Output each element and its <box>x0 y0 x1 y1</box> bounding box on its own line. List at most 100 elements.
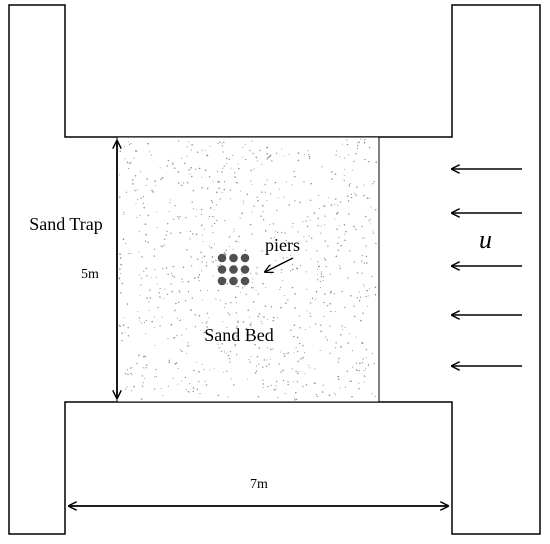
sand-grain <box>212 232 214 234</box>
sand-grain <box>191 297 193 299</box>
sand-grain <box>298 315 300 317</box>
sand-grain <box>371 353 373 355</box>
sand-grain <box>201 176 203 178</box>
sand-grain <box>168 361 171 363</box>
sand-grain <box>356 186 358 189</box>
sand-grain <box>358 141 361 144</box>
sand-grain <box>252 278 254 280</box>
sand-grain <box>306 288 308 290</box>
sand-grain <box>308 235 310 237</box>
sand-grain <box>249 149 251 152</box>
sand-grain <box>236 182 239 184</box>
sand-grain <box>235 240 237 242</box>
sand-grain <box>177 215 179 218</box>
sand-grain <box>244 286 246 288</box>
sand-grain <box>193 369 195 372</box>
sand-grain <box>308 367 310 369</box>
sand-grain <box>181 334 183 336</box>
sand-grain <box>131 367 133 369</box>
sand-grain <box>364 367 367 369</box>
sand-grain <box>247 309 249 312</box>
sand-grain <box>195 168 197 170</box>
sand-grain <box>137 311 139 313</box>
sand-grain <box>228 158 230 161</box>
sand-grain <box>217 394 220 396</box>
sand-grain <box>177 171 180 173</box>
sand-grain <box>374 294 377 296</box>
sand-grain <box>294 293 296 295</box>
sand-grain <box>272 320 274 322</box>
sand-grain <box>217 265 219 267</box>
sand-grain <box>213 222 216 225</box>
sand-grain <box>363 370 365 372</box>
sand-grain <box>127 373 129 376</box>
sand-grain <box>293 324 296 327</box>
sand-grain <box>267 385 269 388</box>
sand-grain <box>272 316 275 319</box>
sand-grain <box>154 185 156 187</box>
sand-grain <box>163 297 165 300</box>
sand-grain <box>329 303 332 305</box>
sand-grain <box>191 201 193 203</box>
sand-grain <box>270 306 273 308</box>
sand-grain <box>349 380 351 383</box>
sand-grain <box>254 343 256 346</box>
sand-grain <box>209 369 211 371</box>
sand-grain <box>261 250 263 252</box>
sand-grain <box>348 154 350 156</box>
sand-grain <box>128 167 130 170</box>
sand-grain <box>129 143 131 145</box>
sand-grain <box>148 301 150 303</box>
sand-grain <box>219 299 221 301</box>
sand-grain <box>272 223 275 225</box>
sand-grain <box>341 325 343 327</box>
sand-grain <box>363 381 365 383</box>
sand-grain <box>361 341 363 344</box>
sand-grain <box>193 277 196 279</box>
sand-grain <box>291 263 293 265</box>
sand-grain <box>158 292 160 294</box>
sand-grain <box>206 187 209 190</box>
sand-grain <box>343 174 345 176</box>
sand-grain <box>269 154 272 156</box>
sand-grain <box>338 357 340 360</box>
sand-grain <box>184 300 187 302</box>
sand-grain <box>125 388 127 390</box>
sand-grain <box>138 251 140 253</box>
sand-grain <box>293 170 295 173</box>
sand-grain <box>192 390 194 392</box>
sand-grain <box>121 339 123 342</box>
sand-grain <box>130 143 132 145</box>
sand-grain <box>333 392 335 394</box>
sand-grain <box>363 375 366 377</box>
sand-grain <box>353 315 356 318</box>
sand-grain <box>226 370 228 372</box>
sand-grain <box>290 270 292 272</box>
sand-grain <box>201 299 203 301</box>
sand-grain <box>350 182 351 184</box>
sand-grain <box>136 150 138 152</box>
sand-grain <box>373 363 375 365</box>
sand-grain <box>284 232 286 234</box>
sand-grain <box>250 322 252 324</box>
sand-grain <box>317 217 320 220</box>
sand-grain <box>127 326 129 329</box>
sand-grain <box>344 168 346 170</box>
sand-grain <box>308 156 311 158</box>
sand-grain <box>326 339 329 341</box>
sand-grain <box>228 357 230 360</box>
sand-grain <box>344 233 346 235</box>
sand-grain <box>159 167 161 169</box>
sand-grain <box>217 343 219 345</box>
sand-grain <box>190 309 192 311</box>
sand-grain <box>165 267 168 269</box>
sand-grain <box>281 231 283 233</box>
sand-grain <box>151 277 153 279</box>
sand-grain <box>362 358 364 360</box>
sand-grain <box>184 376 187 379</box>
sand-grain <box>190 149 192 151</box>
sand-grain <box>154 180 156 182</box>
sand-grain <box>198 314 201 317</box>
sand-grain <box>352 305 354 307</box>
sand-grain <box>285 302 287 304</box>
